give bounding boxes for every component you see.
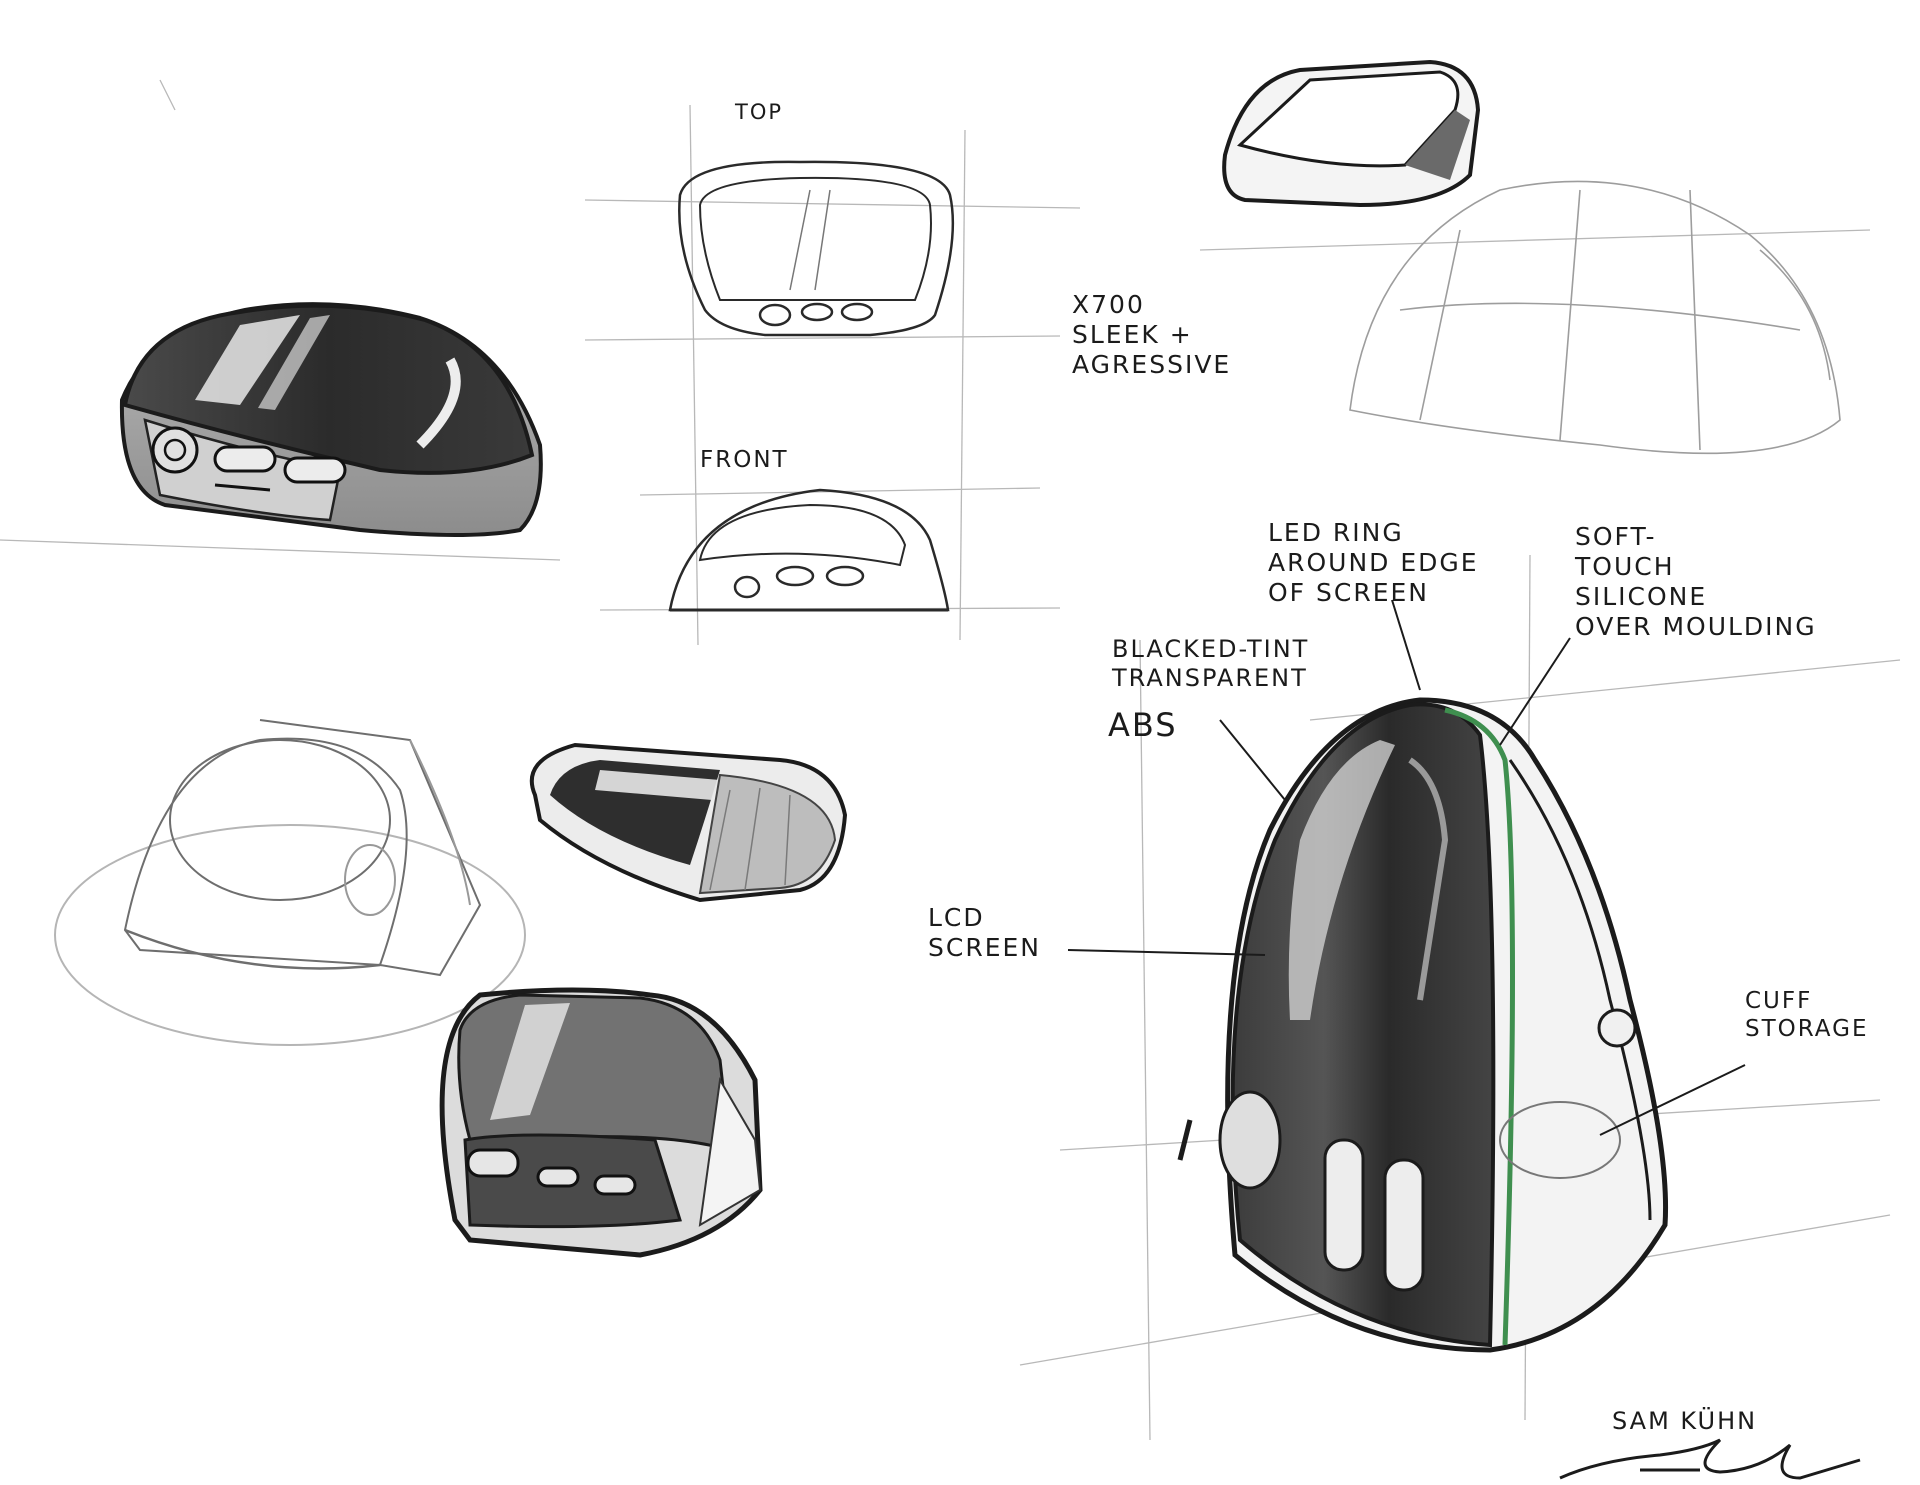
wireframe-blob-sketch [1349, 180, 1841, 455]
leader-lines [1067, 599, 1746, 1136]
callout-line: AROUND EDGE [1268, 548, 1479, 577]
artist-signature: SAM KÜHN [1612, 1407, 1758, 1435]
callout-line: TRANSPARENT [1112, 663, 1308, 692]
wedge-wireframe-sketch [54, 719, 526, 1046]
cube-device-sketch [1222, 59, 1481, 208]
callout-line: OVER MOULDING [1575, 612, 1817, 641]
front-view-label: FRONT [700, 447, 789, 473]
top-view-sketch [678, 160, 955, 337]
callout-line: LED RING [1268, 518, 1404, 547]
capsule-device-sketch [529, 742, 848, 903]
soft-touch-callout: SOFT- TOUCH SILICONE OVER MOULDING [1575, 522, 1817, 642]
dome-device-sketch [119, 302, 543, 537]
callout-line: SOFT- [1575, 522, 1657, 551]
top-view-label: TOP [735, 100, 784, 124]
design-note-line: AGRESSIVE [1072, 350, 1232, 379]
callout-line: TOUCH [1575, 552, 1675, 581]
block-device-sketch [439, 987, 763, 1258]
callout-line: CUFF [1745, 988, 1813, 1014]
callout-line: BLACKED-TINT [1112, 635, 1310, 663]
design-note: X700 SLEEK + AGRESSIVE [1072, 290, 1231, 380]
callout-line: OF SCREEN [1268, 578, 1429, 607]
design-note-line: SLEEK + [1072, 320, 1193, 349]
design-note-line: X700 [1072, 290, 1145, 319]
callout-line: SCREEN [928, 933, 1041, 962]
front-view-sketch [668, 488, 950, 612]
callout-line: LCD [928, 903, 985, 932]
signature-scribble [1559, 1438, 1861, 1480]
abs-callout: ABS [1108, 706, 1178, 744]
cuff-storage-callout: CUFF STORAGE [1745, 988, 1869, 1043]
blacked-tint-callout: BLACKED-TINT TRANSPARENT [1112, 635, 1309, 693]
callout-line: SILICONE [1575, 582, 1708, 611]
led-ring-callout: LED RING AROUND EDGE OF SCREEN [1268, 518, 1479, 608]
callout-line: STORAGE [1745, 1015, 1869, 1042]
lcd-screen-callout: LCD SCREEN [928, 903, 1041, 963]
main-device-sketch [1177, 697, 1669, 1353]
